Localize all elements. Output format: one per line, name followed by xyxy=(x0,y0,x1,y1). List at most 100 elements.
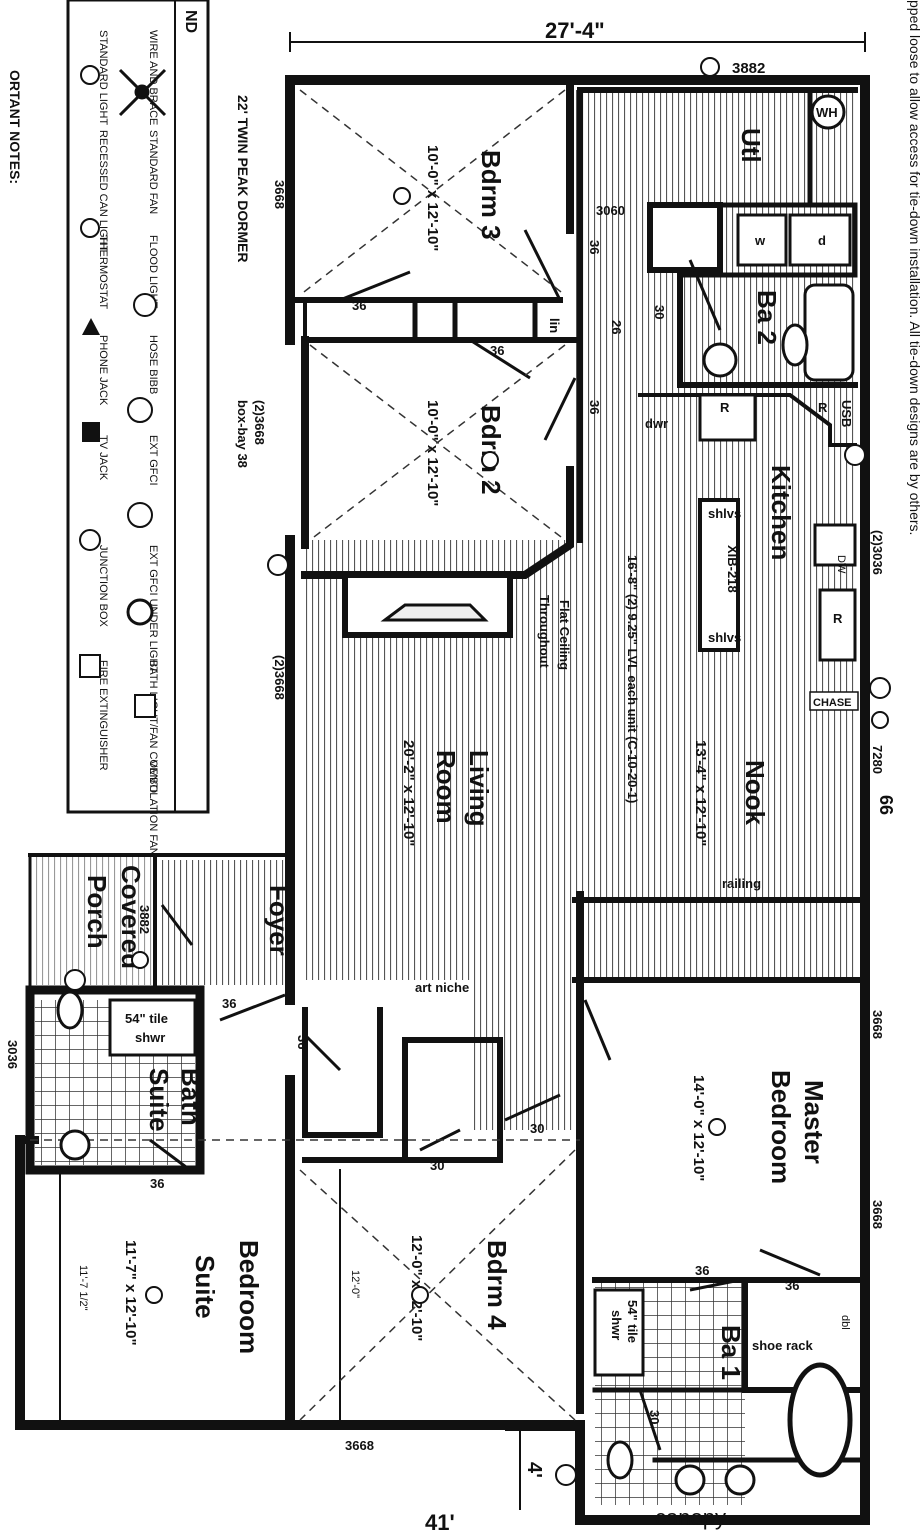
room-labels: Bdrm 3 10'-0" x 12'-10" Bdrm 2 10'-0" x … xyxy=(82,128,829,1380)
room-bedroom-suite-2: Suite xyxy=(190,1255,220,1319)
ceiling-lines xyxy=(30,89,580,1421)
length-2: 12'-0" xyxy=(349,1270,361,1298)
range-r-1: R xyxy=(720,400,730,415)
xib-label: XIB-218 xyxy=(725,545,740,593)
offset-value: 4' xyxy=(523,1462,545,1478)
important-notes: ORTANT NOTES: xyxy=(7,70,23,184)
length-1: 11'-7 1/2" xyxy=(77,1265,89,1311)
sink-icon xyxy=(674,1464,706,1496)
shower-1-label: 54" tile xyxy=(125,1011,168,1026)
range-r-3: R xyxy=(833,611,843,626)
chase-box xyxy=(809,691,859,711)
window-3036: 3036 xyxy=(5,1040,20,1069)
light-icon xyxy=(700,57,720,77)
window-3668-b: 3668 xyxy=(870,1010,885,1039)
bath-fan-combo-icon xyxy=(126,598,154,626)
size-bedroom-suite: 11'-7" x 12'-10" xyxy=(122,1240,139,1346)
legend-item: BATH LIGHT/FAN COMBO xyxy=(147,660,159,793)
door-26: 26 xyxy=(609,320,624,334)
door-30-b: 30 xyxy=(530,1121,544,1136)
range-cooktop-icon xyxy=(698,393,757,442)
door-36-g: 36 xyxy=(150,1176,164,1191)
legend-item: TV JACK xyxy=(97,435,109,481)
window-3668-a: 3668 xyxy=(272,180,287,209)
shower-4-label: shwr xyxy=(609,1310,624,1340)
bathtub-icon xyxy=(803,283,855,382)
range-r-2: R xyxy=(818,400,828,415)
legend-item: JUNCTION BOX xyxy=(97,545,109,628)
legend: ND WIRE AND BRACE STANDARD FAN FLOOD LIG… xyxy=(66,0,210,856)
shower-3-label: 54" tile xyxy=(625,1300,640,1343)
room-utl: Utl xyxy=(736,128,766,163)
ceiling-note-2: Throughout xyxy=(537,595,552,669)
room-bdrm2: Bdrm 2 xyxy=(476,405,506,495)
door-36-e: 36 xyxy=(222,996,236,1011)
dormer-note: 22' TWIN PEAK DORMER xyxy=(235,95,251,262)
fire-extinguisher-icon xyxy=(79,654,101,678)
range-icon xyxy=(818,588,857,662)
door-30-c: 30 xyxy=(652,305,667,319)
box-bay-2: box-bay 38 xyxy=(235,400,250,468)
room-living-2: Room xyxy=(431,750,461,824)
toilet-icon xyxy=(781,323,809,367)
chase-label: CHASE xyxy=(813,697,852,709)
legend-item: EXT GFCI xyxy=(147,435,159,486)
beam-note: 16'-8" (2) 9.25" LVL each unit (C-10-20-… xyxy=(625,555,640,803)
water-heater-label: WH xyxy=(816,105,838,120)
fixtures xyxy=(56,94,857,1496)
linen-closet: lin xyxy=(547,318,562,333)
dryer-icon xyxy=(788,213,852,267)
ceiling-note-1: Flat Ceiling xyxy=(557,600,572,670)
double-label: dbl xyxy=(839,1315,851,1330)
ext-gfci-icon xyxy=(127,397,153,423)
shower-icon xyxy=(593,1288,645,1377)
sink-icon xyxy=(724,1464,756,1496)
size-living: 20'-2" x 12'-10" xyxy=(400,740,417,846)
legend-title: ND xyxy=(182,10,199,33)
light-markers xyxy=(64,187,891,1486)
art-niche-label: art niche xyxy=(415,980,469,995)
room-ba2: Ba 2 xyxy=(752,290,782,345)
shoe-rack-label: shoe rack xyxy=(752,1338,813,1353)
door-36-a: 36 xyxy=(352,298,366,313)
window-3668-c: 3668 xyxy=(870,1200,885,1229)
legend-item: PHONE JACK xyxy=(97,335,109,406)
room-bedroom-suite-1: Bedroom xyxy=(234,1240,264,1354)
box-bay-1: (2)3668 xyxy=(252,400,267,445)
room-living-1: Living xyxy=(464,750,494,827)
fan-icon xyxy=(118,68,167,117)
shelves-b: shlvs xyxy=(708,630,741,645)
recessed-light-icon xyxy=(80,65,100,85)
legend-item: STANDARD LIGHT xyxy=(97,30,109,125)
water-heater-icon xyxy=(810,94,846,130)
legend-item: FLOOD LIGHT xyxy=(147,235,159,309)
kitchen-sink-icon xyxy=(813,523,857,567)
right-height: 66 xyxy=(876,795,896,815)
washer-icon xyxy=(736,213,788,267)
junction-box-icon xyxy=(79,529,101,551)
legend-item: THERMOSTAT xyxy=(97,235,109,309)
ventilation-fan-icon xyxy=(134,694,156,718)
room-kitchen: Kitchen xyxy=(766,465,796,560)
room-ba1: Ba 1 xyxy=(716,1325,746,1380)
room-nook: Nook xyxy=(740,760,770,826)
size-master: 14'-0" x 12'-10" xyxy=(690,1075,707,1181)
room-bath-suite-1: Bath xyxy=(176,1068,206,1126)
toilet-icon xyxy=(56,990,84,1030)
legend-item: VENTILATION FAN xyxy=(147,760,159,856)
top-dimension xyxy=(289,32,866,52)
door-36-f: 36 xyxy=(295,1035,310,1049)
window-2-3668: (2)3668 xyxy=(272,655,287,700)
soaking-tub-icon xyxy=(787,1362,853,1478)
hose-bibb-icon xyxy=(133,293,157,317)
thermostat-icon xyxy=(80,218,100,238)
bottom-width: 41' xyxy=(425,1510,455,1535)
room-foyer: Foyer xyxy=(264,885,294,956)
legend-item: HOSE BIBB xyxy=(147,335,159,394)
size-bdrm3: 10'-0" x 12'-10" xyxy=(424,145,441,251)
small-labels: 3882 3668 (2)3668 3668 3668 3668 (2)3036… xyxy=(5,57,885,1530)
railing-label: railing xyxy=(722,876,761,891)
drawer-label: dwr xyxy=(645,416,668,431)
legend-item: FIRE EXTINGUISHER xyxy=(97,660,109,771)
